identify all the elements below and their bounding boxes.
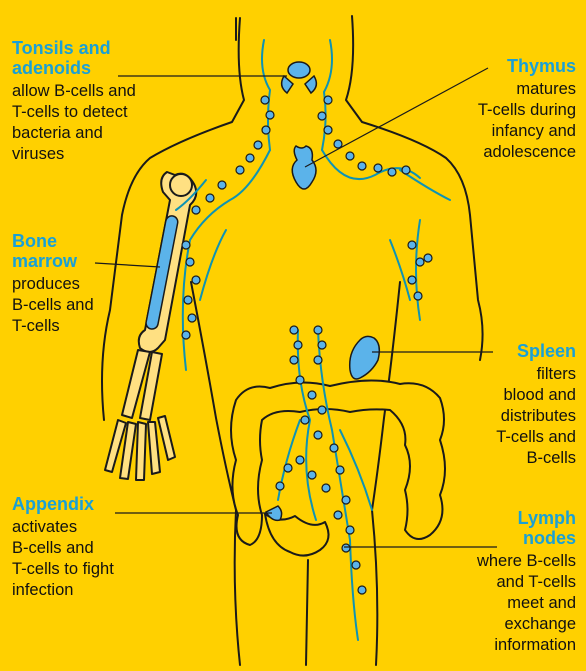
thymus-label: Thymus matures T-cells during infancy an… [436, 56, 576, 163]
appendix-desc-line: activates [12, 517, 162, 538]
spleen-desc-line: filters [466, 364, 576, 385]
thymus-desc-line: adolescence [436, 142, 576, 163]
tonsils-organ [282, 62, 317, 93]
spleen-desc-line: B-cells [466, 448, 576, 469]
spleen-desc-line: blood and [466, 385, 576, 406]
appendix-desc-line: infection [12, 580, 162, 601]
appendix-desc-line: T-cells to fight [12, 559, 162, 580]
spleen-desc-line: T-cells and [466, 427, 576, 448]
spleen-organ [350, 336, 380, 379]
lymph-nodes-desc-line: and T-cells [446, 572, 576, 593]
lymph-nodes-label: Lymph nodes where B-cells and T-cells me… [446, 508, 576, 656]
appendix-label: Appendix activates B-cells and T-cells t… [12, 494, 162, 601]
lymph-nodes-title-line1: Lymph [446, 508, 576, 528]
tonsils-title-line2: adenoids [12, 58, 182, 78]
bone-marrow-desc-line: T-cells [12, 316, 122, 337]
bone-marrow-desc-line: produces [12, 274, 122, 295]
lymph-nodes-title-line2: nodes [446, 528, 576, 548]
thymus-title: Thymus [436, 56, 576, 76]
bone-marrow-title-line1: Bone [12, 231, 122, 251]
lymph-nodes-desc-line: where B-cells [446, 551, 576, 572]
appendix-title: Appendix [12, 494, 162, 514]
appendix-desc-line: B-cells and [12, 538, 162, 559]
bone-marrow-title-line2: marrow [12, 251, 122, 271]
bone-marrow-label: Bone marrow produces B-cells and T-cells [12, 231, 122, 337]
tonsils-desc-line: bacteria and [12, 123, 182, 144]
thymus-organ [292, 146, 316, 189]
lymph-nodes-desc-line: exchange [446, 614, 576, 635]
lymph-nodes-desc-line: information [446, 635, 576, 656]
bone-marrow-desc-line: B-cells and [12, 295, 122, 316]
tonsils-title-line1: Tonsils and [12, 38, 182, 58]
thymus-desc-line: matures [436, 79, 576, 100]
tonsils-desc-line: allow B-cells and [12, 81, 182, 102]
spleen-label: Spleen filters blood and distributes T-c… [466, 341, 576, 469]
thymus-desc-line: infancy and [436, 121, 576, 142]
lymph-nodes-desc-line: meet and [446, 593, 576, 614]
thymus-desc-line: T-cells during [436, 100, 576, 121]
tonsils-label: Tonsils and adenoids allow B-cells and T… [12, 38, 182, 165]
tonsils-desc-line: T-cells to detect [12, 102, 182, 123]
spleen-title: Spleen [466, 341, 576, 361]
tonsils-desc-line: viruses [12, 144, 182, 165]
spleen-desc-line: distributes [466, 406, 576, 427]
